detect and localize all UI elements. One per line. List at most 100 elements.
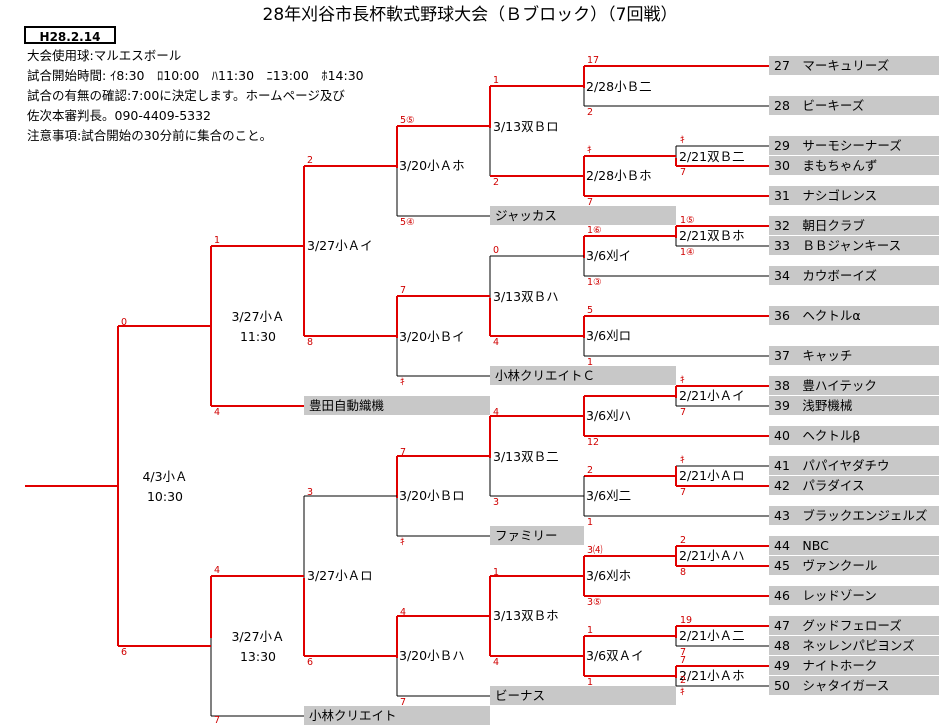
final-time: 10:30 bbox=[146, 489, 184, 504]
score: 6 bbox=[307, 657, 314, 668]
team-venus: ビーナス bbox=[490, 686, 676, 705]
team-kobayashi-c: 小林クリエイトＣ bbox=[490, 366, 676, 385]
team-29: 29 サーモシーナーズ bbox=[769, 136, 939, 155]
score: 4 bbox=[493, 337, 500, 348]
team-31: 31 ナシゴレンス bbox=[769, 186, 939, 205]
match-label: 3/27小Ａロ bbox=[307, 568, 373, 583]
team-39: 39 浅野機械 bbox=[769, 396, 939, 415]
score: 1⑥ bbox=[587, 225, 602, 236]
match-label: 3/13双Ｂハ bbox=[493, 289, 559, 304]
score: 7 bbox=[680, 487, 687, 498]
score: 3⑷ bbox=[587, 545, 603, 556]
score: 2 bbox=[587, 465, 594, 476]
team-44: 44 NBC bbox=[769, 536, 939, 555]
score: 4 bbox=[493, 407, 500, 418]
match-label: 2/21小Ａホ bbox=[679, 668, 745, 683]
match-label: 3/13双Ｂホ bbox=[493, 608, 559, 623]
score: 7 bbox=[587, 197, 594, 208]
score: 1 bbox=[587, 357, 594, 368]
score: 1 bbox=[214, 235, 221, 246]
match-label: 3/27小Ａ bbox=[231, 309, 285, 324]
match-label: 2/28小Ｂホ bbox=[586, 168, 652, 183]
match-label: 3/13双Ｂロ bbox=[493, 119, 559, 134]
score: ｷ bbox=[587, 145, 592, 156]
team-45: 45 ヴァンクール bbox=[769, 556, 939, 575]
match-label: 3/6刈ホ bbox=[586, 568, 632, 583]
match-label: 2/21小Ａロ bbox=[679, 468, 745, 483]
team-33: 33 ＢＢジャンキース bbox=[769, 236, 939, 255]
score: 5 bbox=[587, 305, 594, 316]
info-confirmation: 試合の有無の確認:7:00に決定します。ホームページ及び bbox=[27, 88, 345, 103]
score: 1 bbox=[587, 625, 594, 636]
team-28: 28 ビーキーズ bbox=[769, 96, 939, 115]
match-label: 2/21小Ａイ bbox=[679, 388, 745, 403]
score: 7 bbox=[680, 655, 687, 666]
score: ｷ bbox=[680, 375, 685, 386]
match-label: 3/20小Ａホ bbox=[399, 158, 465, 173]
score: 1⑤ bbox=[680, 215, 695, 226]
team-46: 46 レッドゾーン bbox=[769, 586, 939, 605]
score: 4 bbox=[214, 407, 221, 418]
score: 12 bbox=[587, 437, 600, 448]
score: 1 bbox=[587, 517, 594, 528]
match-label: 2/28小Ｂ二 bbox=[586, 79, 652, 94]
team-49: 49 ナイトホーク bbox=[769, 656, 939, 675]
score: 2 bbox=[493, 177, 500, 188]
match-label: 3/6刈ハ bbox=[586, 408, 632, 423]
match-label: 3/6刈ロ bbox=[586, 328, 632, 343]
score: 1 bbox=[493, 567, 500, 578]
info-ball: 大会使用球:マルエスボール bbox=[27, 48, 182, 63]
score: 3 bbox=[493, 497, 500, 508]
score: 8 bbox=[307, 337, 314, 348]
score: 6 bbox=[121, 647, 128, 658]
match-label: 3/20小Ｂハ bbox=[399, 648, 465, 663]
score: 2 bbox=[307, 155, 314, 166]
match-time: 13:30 bbox=[239, 649, 277, 664]
score: 2 bbox=[680, 675, 687, 686]
score: 7 bbox=[680, 167, 687, 178]
match-label: 3/6双Ａイ bbox=[586, 648, 644, 663]
match-time: 11:30 bbox=[239, 329, 277, 344]
team-42: 42 パラダイス bbox=[769, 476, 939, 495]
score: 1 bbox=[587, 677, 594, 688]
score: ｷ bbox=[680, 455, 685, 466]
score: 7 bbox=[214, 715, 221, 726]
match-label: 3/20小Ｂロ bbox=[399, 488, 465, 503]
team-36: 36 ヘクトルα bbox=[769, 306, 939, 325]
info-start-times: 試合開始時間: ｲ8:30 ﾛ10:00 ﾊ11:30 ﾆ13:00 ﾎ14:3… bbox=[27, 68, 364, 83]
page-title: 28年刈谷市長杯軟式野球大会（Ｂブロック）（7回戦） bbox=[262, 5, 678, 25]
score: 0 bbox=[121, 317, 128, 328]
score: 1 bbox=[493, 75, 500, 86]
team-41: 41 パパイヤダチウ bbox=[769, 456, 939, 475]
team-27: 27 マーキュリーズ bbox=[769, 56, 939, 75]
match-label: 2/21双Ｂ二 bbox=[679, 149, 745, 164]
final-label: 4/3小Ａ bbox=[142, 469, 188, 484]
score: 19 bbox=[680, 615, 693, 626]
info-notes: 注意事項:試合開始の30分前に集合のこと。 bbox=[27, 128, 273, 143]
score: ｷ bbox=[680, 135, 685, 146]
score: 2 bbox=[587, 107, 594, 118]
team-37: 37 キャッチ bbox=[769, 346, 939, 365]
team-43: 43 ブラックエンジェルズ bbox=[769, 506, 939, 525]
team-family: ファミリー bbox=[490, 526, 584, 545]
score: 0 bbox=[493, 245, 500, 256]
match-label: 3/6刈イ bbox=[586, 248, 632, 263]
match-label: 3/6刈二 bbox=[586, 488, 632, 503]
team-34: 34 カウボーイズ bbox=[769, 266, 939, 285]
team-48: 48 ネッレンパピヨンズ bbox=[769, 636, 939, 655]
info-referee: 佐次本審判長。090-4409-5332 bbox=[27, 108, 212, 123]
match-label: 3/20小Ｂイ bbox=[399, 329, 465, 344]
score: 4 bbox=[493, 657, 500, 668]
team-32: 32 朝日クラブ bbox=[769, 216, 939, 235]
team-jackals: ジャッカス bbox=[490, 206, 676, 225]
score: 2 bbox=[680, 535, 687, 546]
match-label: 3/13双Ｂ二 bbox=[493, 449, 559, 464]
score: 7 bbox=[680, 407, 687, 418]
team-47: 47 グッドフェローズ bbox=[769, 616, 939, 635]
date-box: H28.2.14 bbox=[24, 26, 116, 44]
score: 7 bbox=[400, 697, 407, 708]
score: 8 bbox=[680, 567, 687, 578]
score: ｷ bbox=[400, 377, 405, 388]
match-label: 2/21小Ａハ bbox=[679, 548, 745, 563]
